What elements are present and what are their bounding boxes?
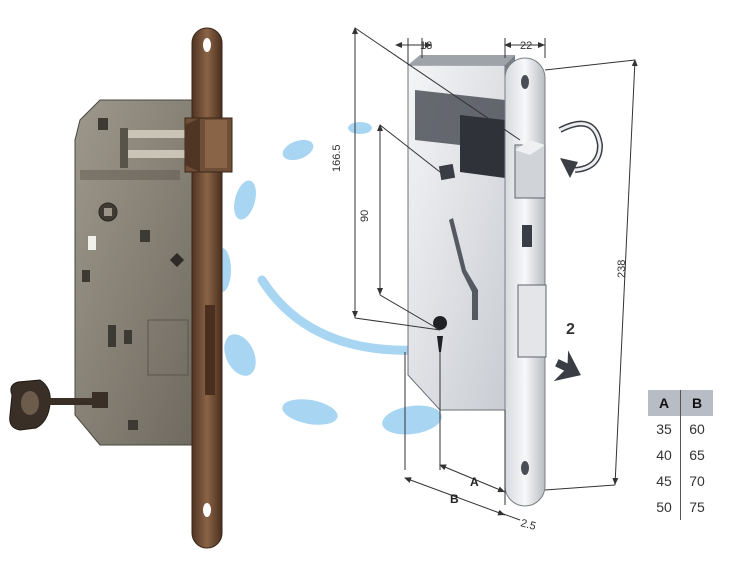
push-direction-number: 2 [566, 321, 575, 338]
follower-square [438, 163, 456, 181]
table-row: 50 75 [648, 494, 713, 520]
size-table: A B 35 60 40 65 45 70 50 75 [648, 390, 713, 520]
table-row: 45 70 [648, 468, 713, 494]
table-cell-a: 45 [656, 473, 672, 489]
dim-faceplate-width: 22 [520, 40, 532, 52]
lock-body [74, 99, 196, 446]
table-cell-b: 75 [680, 494, 713, 520]
bronze-faceplate [191, 27, 223, 549]
table-cell-a: 50 [656, 499, 672, 515]
table-cell-b: 70 [680, 468, 713, 494]
steel-faceplate [504, 57, 546, 507]
table-row: 35 60 [648, 416, 713, 442]
table-cell-b: 65 [680, 442, 713, 468]
table-cell-b: 60 [680, 416, 713, 442]
size-table-header-row: A B [648, 390, 713, 416]
table-row: 40 65 [648, 442, 713, 468]
dim-label-b: B [450, 492, 459, 506]
dim-latch-to-key: 166.5 [331, 144, 343, 172]
dim-label-a: A [470, 475, 479, 489]
dim-backset-width: 13 [420, 40, 432, 52]
size-table-header-b: B [680, 390, 713, 416]
size-table-header-a: A [648, 390, 681, 416]
dimension-lines [352, 27, 638, 521]
dim-faceplate-thickness: 2.5 [519, 517, 537, 533]
table-cell-a: 35 [656, 421, 672, 437]
dim-faceplate-height: 238 [616, 260, 628, 278]
deadbolt [517, 284, 547, 358]
key [9, 379, 108, 431]
keyhole [433, 316, 448, 352]
push-direction-arrow: 2 [553, 321, 581, 382]
bronze-mortise-lock [9, 27, 233, 549]
steel-lock-drawing: 2 [407, 55, 604, 507]
table-cell-a: 40 [656, 447, 672, 463]
dim-follower-to-key: 90 [359, 210, 371, 222]
rotate-arrow-icon [558, 120, 604, 178]
